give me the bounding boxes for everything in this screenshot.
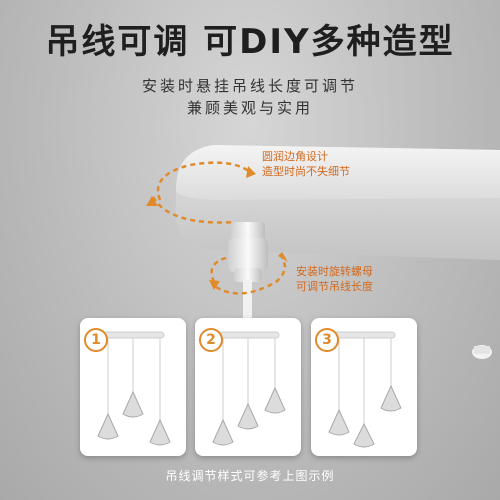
subtitle-line-1: 安装时悬挂吊线长度可调节 — [141, 77, 358, 95]
pendant-illustration — [97, 331, 171, 446]
style-number-badge: 1 — [84, 328, 108, 352]
style-card-1: 1 — [80, 318, 186, 456]
pendant-illustration — [212, 331, 286, 446]
pendant-illustration — [328, 331, 402, 448]
hanging-cable — [243, 280, 252, 340]
callout-rotate-nut: 安装时旋转螺母 可调节吊线长度 — [296, 264, 373, 294]
rotate-arrow-icon — [210, 255, 287, 295]
style-card-2: 2 — [195, 318, 301, 456]
callout-rounded-edges: 圆润边角设计 造型时尚不失细节 — [262, 149, 350, 179]
caption: 吊线调节样式可参考上图示例 — [165, 469, 335, 483]
subtitle-line-2: 兼顾美观与实用 — [186, 99, 313, 117]
style-number-badge: 2 — [199, 328, 223, 352]
style-card-3: 3 — [311, 318, 417, 456]
rotate-arrow-icon — [151, 161, 251, 224]
callout-rotate-line-1: 安装时旋转螺母 — [296, 265, 373, 278]
cable-nut — [228, 222, 268, 282]
style-number-badge: 3 — [315, 328, 339, 352]
callout-rounded-line-2: 造型时尚不失细节 — [262, 165, 350, 178]
callout-rounded-line-1: 圆润边角设计 — [262, 150, 328, 163]
headline: 吊线可调 可DIY多种造型 — [45, 22, 455, 62]
callout-rotate-line-2: 可调节吊线长度 — [296, 280, 373, 293]
